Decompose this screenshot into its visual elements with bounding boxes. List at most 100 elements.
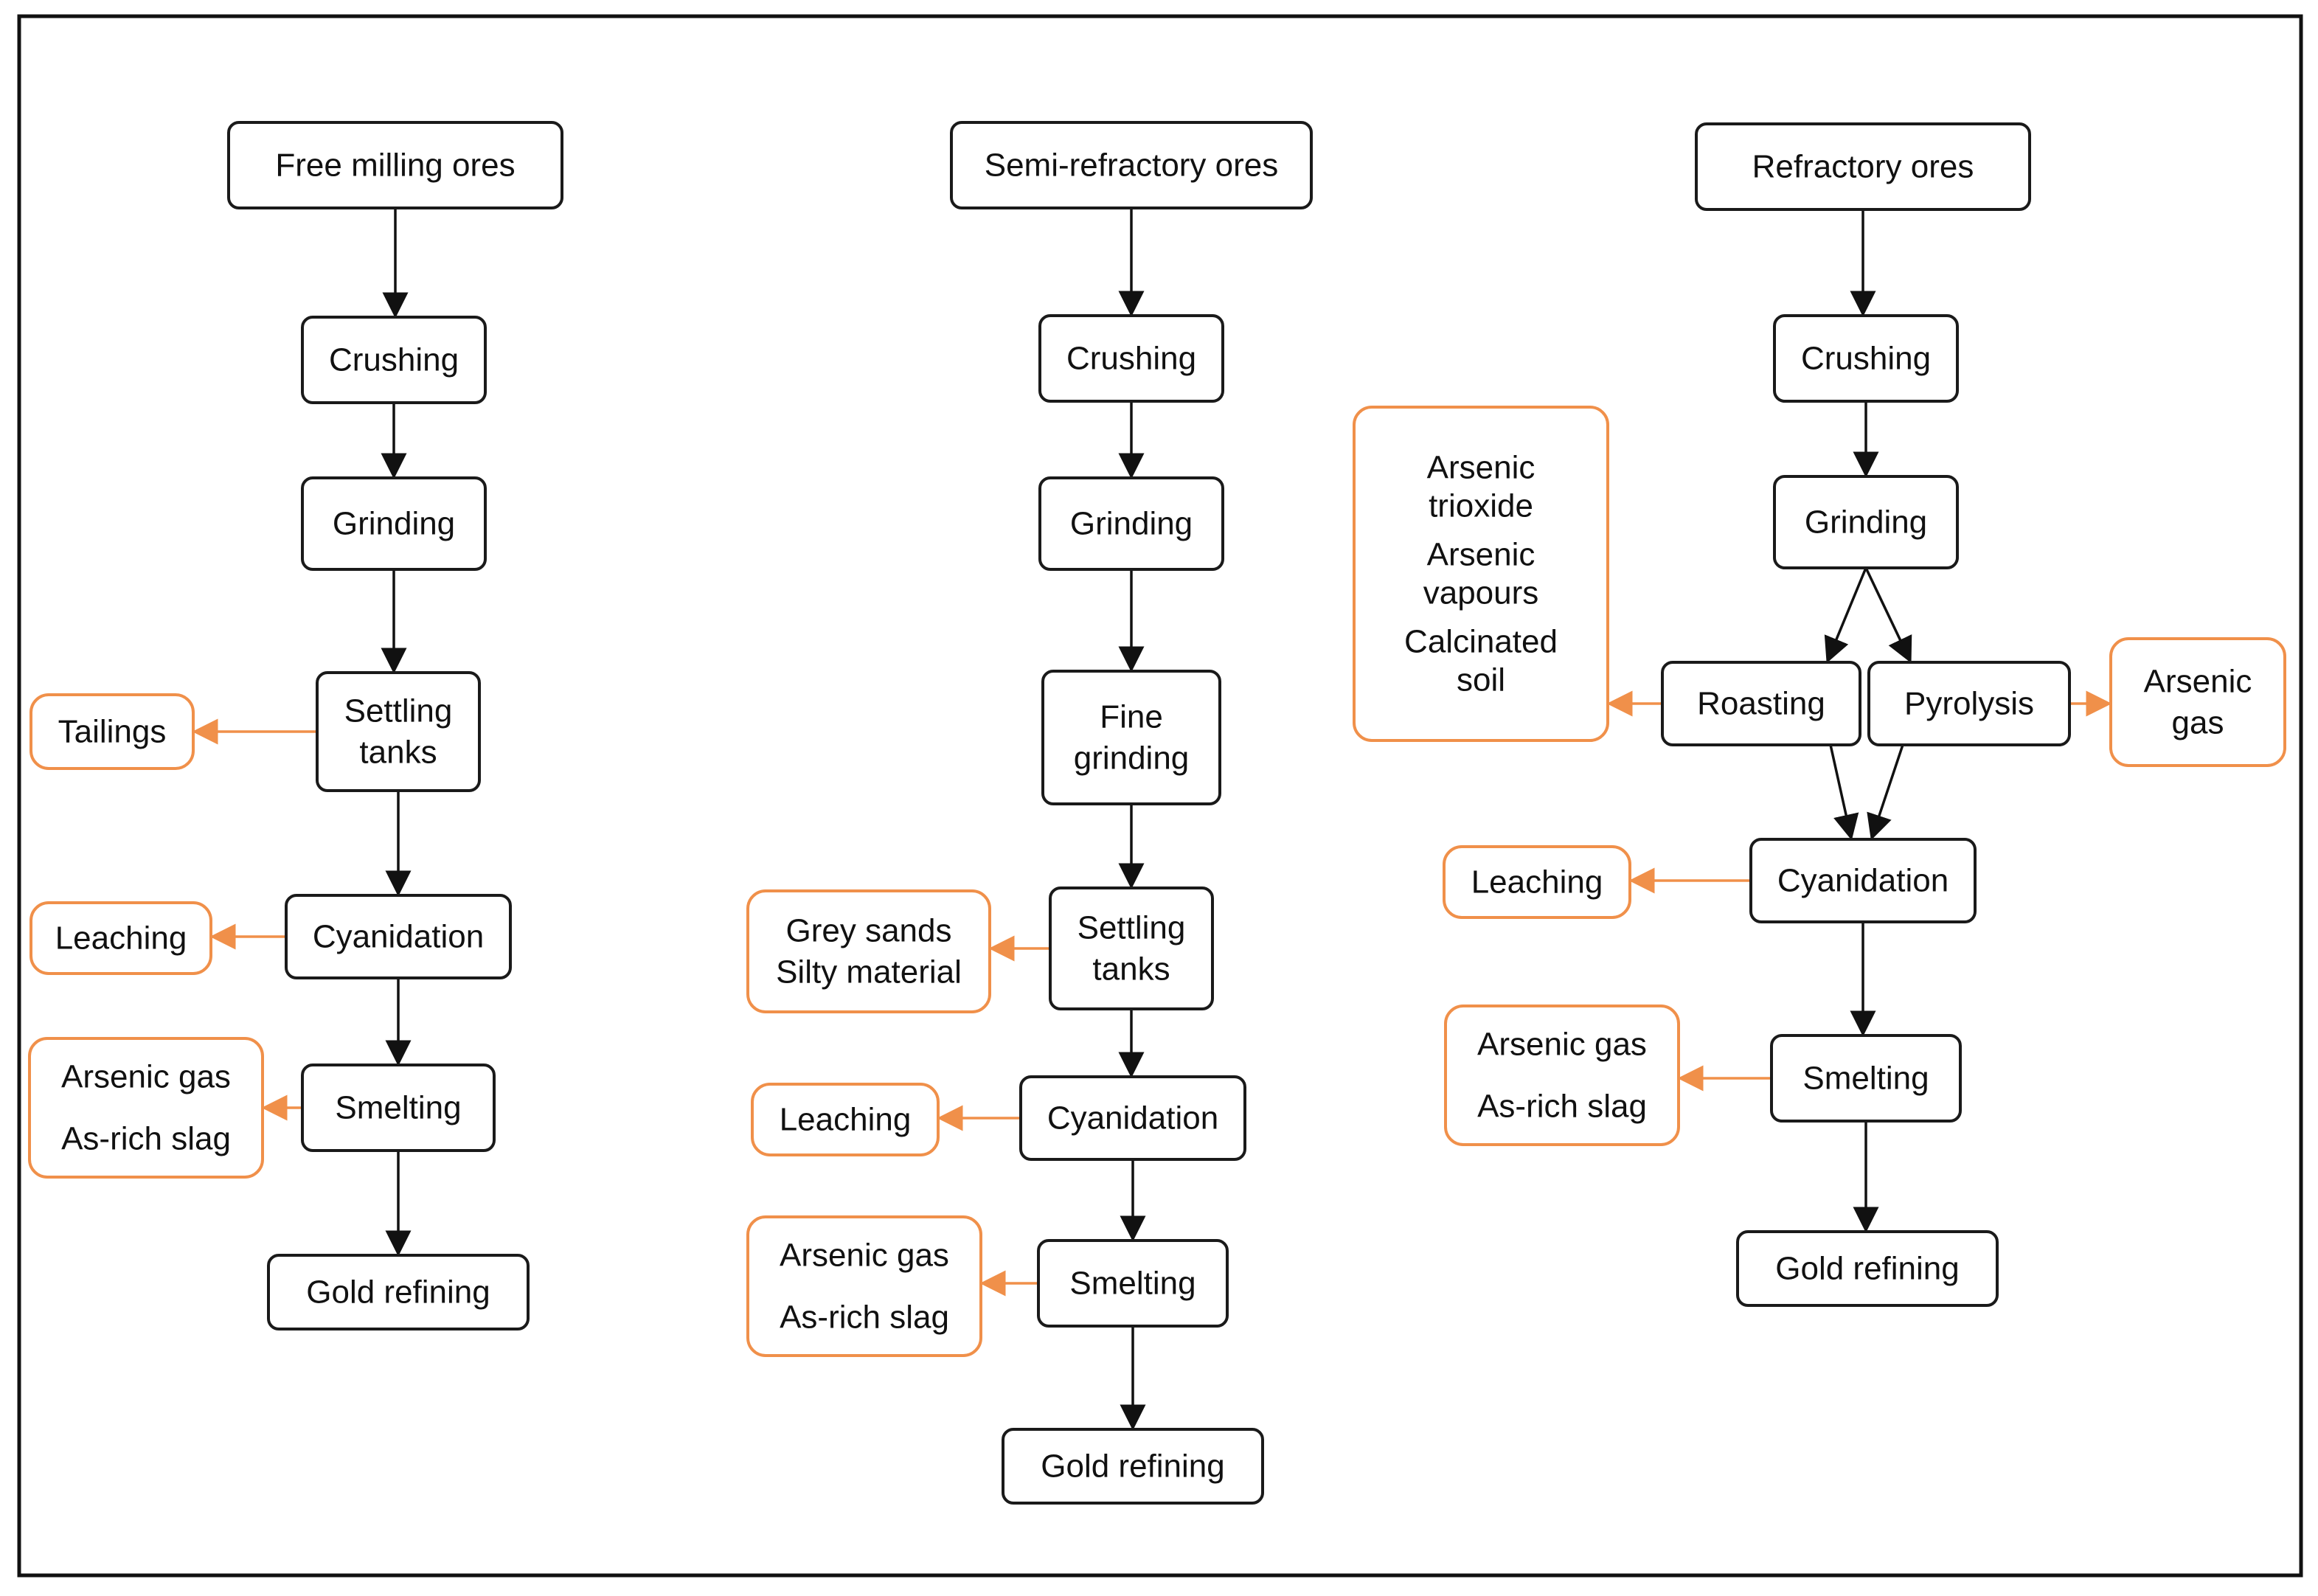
step-label: grinding	[1074, 740, 1190, 777]
process-step-semi-refractory-ores-box	[950, 121, 1313, 209]
byproduct-label: vapours	[1423, 575, 1539, 611]
step-label: tanks	[1092, 951, 1170, 988]
step-label: Crushing	[1066, 341, 1196, 377]
byproduct-label: gas	[2172, 705, 2224, 741]
step-label: Fine	[1100, 699, 1163, 735]
process-step-semi-refractory-ores: Semi-refractory ores	[950, 121, 1313, 209]
process-step-cyanidation: Cyanidation	[1019, 1075, 1246, 1161]
byproduct-label: Silty material	[776, 954, 962, 990]
process-step-grinding-box	[1038, 476, 1224, 571]
process-step-crushing-box	[1773, 314, 1959, 403]
process-step-pyrolysis: Pyrolysis	[1867, 661, 2071, 746]
process-step-crushing-box	[301, 316, 487, 404]
byproduct-arsenic-gas-as-rich-slag-box	[746, 1215, 982, 1357]
process-step-cyanidation-box	[1019, 1075, 1246, 1161]
process-step-refractory-ores-box	[1695, 122, 2031, 211]
process-step-grinding: Grinding	[1773, 475, 1959, 569]
byproduct-label: Leaching	[55, 920, 187, 957]
step-label: Cyanidation	[1047, 1100, 1218, 1137]
step-label: Semi-refractory ores	[985, 148, 1279, 184]
process-step-free-milling-ores-box	[227, 121, 563, 209]
step-label: Crushing	[1801, 341, 1931, 377]
step-label: Grinding	[333, 506, 455, 542]
process-step-grinding-box	[301, 476, 487, 571]
byproduct-leaching: Leaching	[751, 1083, 940, 1156]
step-label: Roasting	[1697, 686, 1825, 722]
byproduct-leaching-box	[751, 1083, 940, 1156]
byproduct-label: soil	[1457, 662, 1505, 698]
byproduct-label: Arsenic	[1427, 450, 1535, 486]
process-step-grinding: Grinding	[301, 476, 487, 571]
process-step-gold-refining-box	[1002, 1428, 1264, 1505]
process-step-smelting-box	[301, 1064, 496, 1152]
byproduct-arsenic-trioxide-arsenic-vapours-calcinated-soil-box	[1353, 406, 1609, 742]
process-step-cyanidation-box	[1749, 838, 1977, 923]
step-label: Cyanidation	[313, 919, 484, 955]
process-step-gold-refining: Gold refining	[1002, 1428, 1264, 1505]
process-step-roasting: Roasting	[1661, 661, 1861, 746]
step-label: tanks	[359, 735, 437, 771]
process-step-pyrolysis-box	[1867, 661, 2071, 746]
flow-arrow	[1864, 567, 1912, 664]
process-step-refractory-ores: Refractory ores	[1695, 122, 2031, 211]
process-step-crushing: Crushing	[1773, 314, 1959, 403]
byproduct-arsenic-trioxide-arsenic-vapours-calcinated-soil: ArsenictrioxideArsenicvapoursCalcinateds…	[1353, 406, 1609, 742]
process-step-settling-tanks-box	[316, 671, 481, 792]
byproduct-label: As-rich slag	[61, 1121, 231, 1157]
byproduct-label: Arsenic	[1427, 537, 1535, 573]
process-step-settling-tanks-box	[1049, 887, 1214, 1010]
step-label: Settling	[1078, 910, 1186, 946]
step-label: Grinding	[1070, 506, 1193, 542]
step-label: Settling	[344, 693, 453, 729]
process-step-smelting: Smelting	[1770, 1034, 1962, 1123]
process-step-crushing: Crushing	[1038, 314, 1224, 403]
step-label: Free milling ores	[275, 148, 515, 184]
step-label: Smelting	[1069, 1266, 1196, 1302]
byproduct-label: As-rich slag	[780, 1300, 949, 1336]
byproduct-arsenic-gas-box	[2109, 637, 2286, 767]
step-label: Gold refining	[1041, 1448, 1224, 1485]
byproduct-arsenic-gas-as-rich-slag-box	[28, 1037, 264, 1179]
step-label: Gold refining	[1775, 1251, 1959, 1287]
process-step-fine-grinding-box	[1041, 670, 1221, 805]
byproduct-label: Arsenic gas	[1477, 1027, 1647, 1063]
process-step-smelting: Smelting	[1037, 1239, 1229, 1328]
step-label: Gold refining	[306, 1274, 490, 1311]
byproduct-arsenic-gas-as-rich-slag-box	[1444, 1005, 1680, 1146]
byproduct-label: Leaching	[780, 1102, 912, 1138]
step-label: Smelting	[335, 1090, 461, 1126]
edges	[192, 208, 2112, 1431]
process-step-cyanidation: Cyanidation	[1749, 838, 1977, 923]
byproduct-label: trioxide	[1429, 488, 1533, 524]
byproduct-label: Calcinated	[1404, 624, 1558, 660]
diagram-frame	[17, 14, 2303, 1578]
step-label: Cyanidation	[1777, 863, 1949, 899]
byproduct-grey-sands-silty-material-box	[746, 889, 991, 1013]
process-step-grinding-box	[1773, 475, 1959, 569]
process-step-crushing-box	[1038, 314, 1224, 403]
process-step-free-milling-ores: Free milling ores	[227, 121, 563, 209]
byproduct-leaching: Leaching	[30, 901, 212, 975]
step-label: Grinding	[1805, 504, 1927, 541]
process-step-roasting-box	[1661, 661, 1861, 746]
byproduct-tailings-box	[30, 693, 195, 770]
process-step-gold-refining-box	[1736, 1230, 1999, 1307]
byproduct-label: Arsenic gas	[61, 1059, 231, 1095]
process-step-fine-grinding: Fine grinding	[1041, 670, 1221, 805]
process-step-gold-refining: Gold refining	[267, 1254, 530, 1330]
byproduct-tailings: Tailings	[30, 693, 195, 770]
step-label: Refractory ores	[1752, 149, 1974, 185]
flow-arrow	[1824, 567, 1867, 664]
byproduct-label: Arsenic gas	[780, 1238, 949, 1274]
flow-arrow	[1867, 744, 1904, 841]
byproduct-label: As-rich slag	[1477, 1089, 1647, 1125]
process-step-crushing: Crushing	[301, 316, 487, 404]
step-label: Pyrolysis	[1904, 686, 2034, 722]
